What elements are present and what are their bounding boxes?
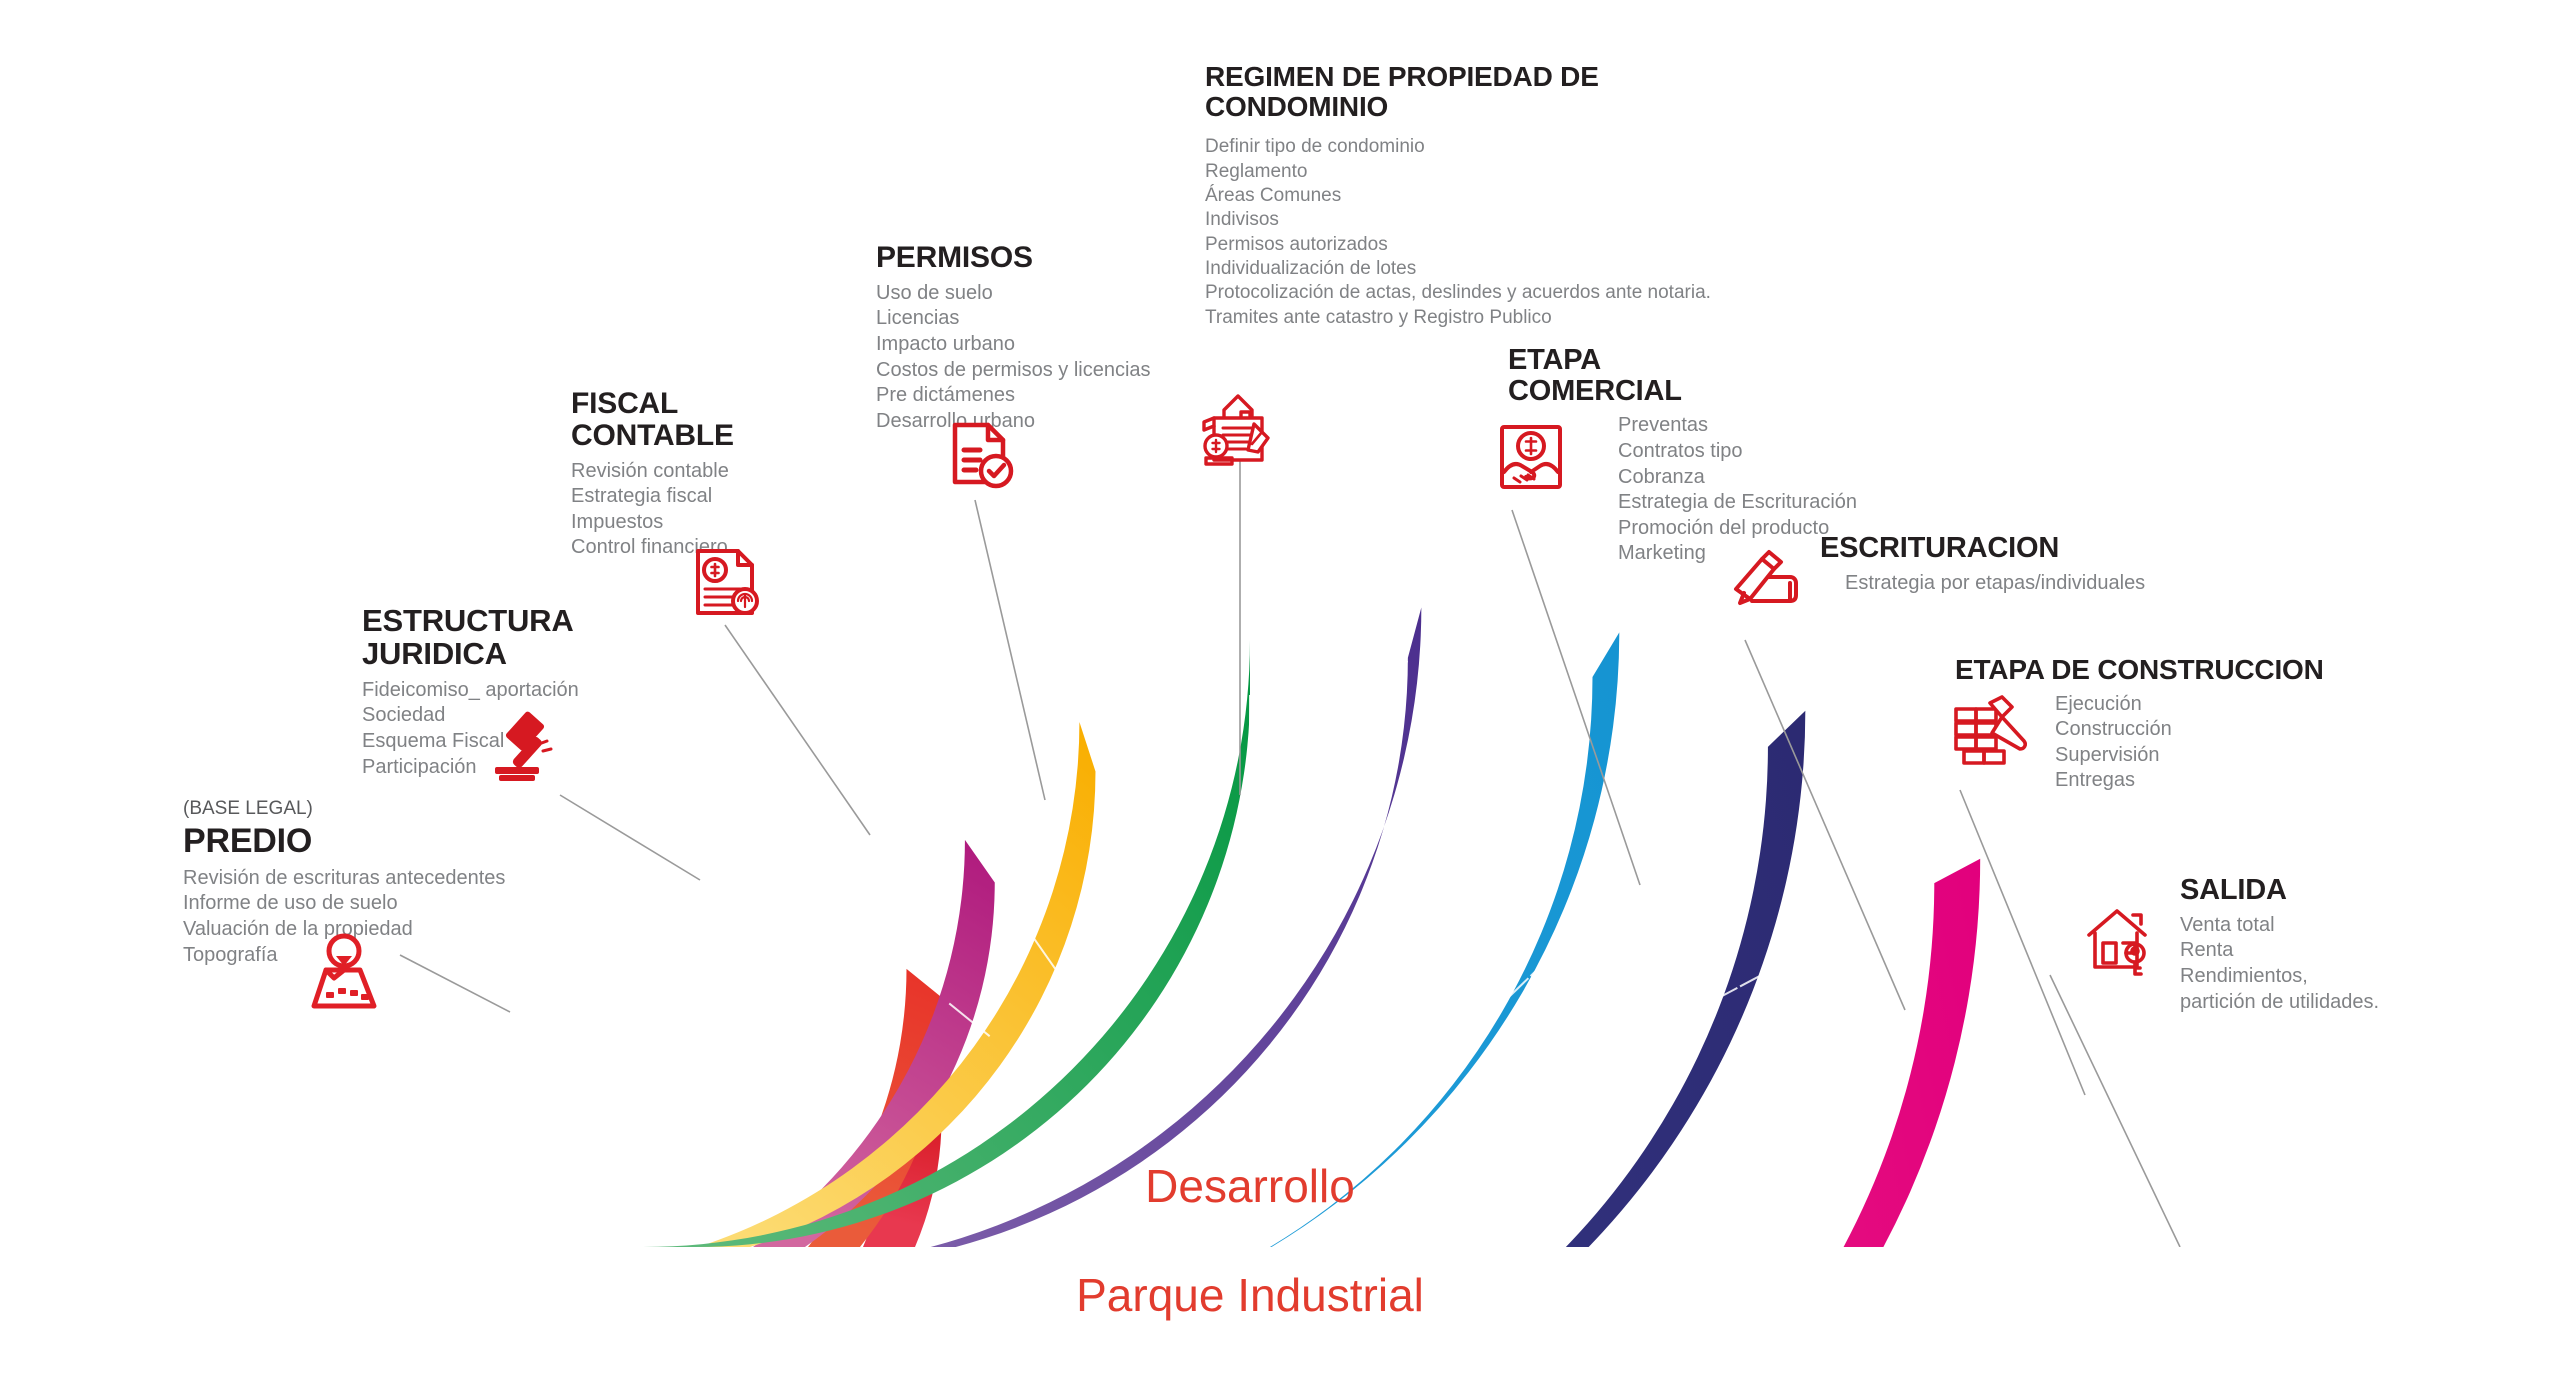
hand-signing-icon xyxy=(1728,545,1806,613)
node-estructura-juridica: ESTRUCTURA JURIDICA Fideicomiso_ aportac… xyxy=(362,603,762,780)
center-title: Desarrollo Parque Industrial xyxy=(800,1105,1700,1376)
node-permisos: PERMISOS Uso de suelo Licencias Impacto … xyxy=(876,242,1276,434)
node-etapa-construccion-items: Ejecución Construcción Supervisión Entre… xyxy=(2055,692,2172,792)
center-title-line-2: Parque Industrial xyxy=(1076,1268,1424,1321)
node-predio-eyebrow: (BASE LEGAL) xyxy=(183,798,313,819)
node-escrituracion-title: ESCRITURACION xyxy=(1820,532,2060,564)
node-fiscal-contable: FISCAL CONTABLE Revisión contable Estrat… xyxy=(571,388,971,561)
connector-fiscal-contable xyxy=(724,624,871,836)
node-escrituracion-items: Estrategia por etapas/individuales xyxy=(1845,571,2146,594)
connector-etapa-construccion xyxy=(1959,789,2086,1096)
node-regimen-propiedad-condominio: REGIMEN DE PROPIEDAD DE CONDOMINIO Defin… xyxy=(1205,62,1765,330)
node-etapa-comercial-title: ETAPA COMERCIAL xyxy=(1508,344,1682,407)
handshake-money-icon xyxy=(1494,420,1568,494)
node-etapa-comercial-items: Preventas Contratos tipo Cobranza Estrat… xyxy=(1618,414,1858,565)
node-etapa-de-construccion: ETAPA DE CONSTRUCCION Ejecución Construc… xyxy=(1955,655,2515,794)
node-permisos-title: PERMISOS xyxy=(876,241,1033,274)
connector-escrituracion xyxy=(1744,639,1906,1011)
node-permisos-items: Uso de suelo Licencias Impacto urbano Co… xyxy=(876,281,1151,432)
node-etapa-comercial: ETAPA COMERCIAL Preventas Contratos tipo… xyxy=(1508,345,1948,567)
node-estructura-juridica-items: Fideicomiso_ aportación Sociedad Esquema… xyxy=(362,678,579,778)
node-salida-items: Venta total Renta Rendimientos, partició… xyxy=(2180,913,2380,1013)
node-fiscal-contable-items: Revisión contable Estrategia fiscal Impu… xyxy=(571,459,729,559)
gavel-icon xyxy=(487,704,565,782)
brick-trowel-icon xyxy=(1950,693,2030,771)
node-regimen-title: REGIMEN DE PROPIEDAD DE CONDOMINIO xyxy=(1205,61,1599,122)
node-predio-title: PREDIO xyxy=(183,821,313,860)
document-check-icon xyxy=(946,418,1018,494)
house-key-icon xyxy=(2083,905,2159,977)
node-predio-items: Revisión de escrituras antecedentes Info… xyxy=(183,866,506,966)
ring-color-1 xyxy=(808,968,947,1247)
node-salida: SALIDA Venta total Renta Rendimientos, p… xyxy=(2180,875,2560,1015)
center-title-line-1: Desarrollo xyxy=(1145,1160,1355,1213)
location-pin-terrain-icon xyxy=(300,930,386,1010)
property-contract-icon xyxy=(1196,388,1280,468)
infographic-canvas: Desarrollo Parque Industrial (BASE LEGAL… xyxy=(183,62,2560,1321)
connector-salida xyxy=(2049,974,2181,1247)
connector-permisos xyxy=(974,499,1046,801)
connector-etapa-comercial xyxy=(1511,509,1641,886)
connector-estructura-juridica xyxy=(559,794,701,881)
node-estructura-juridica-title: ESTRUCTURA JURIDICA xyxy=(362,603,574,671)
financial-document-icon xyxy=(688,543,766,621)
node-predio: (BASE LEGAL) PREDIO Revisión de escritur… xyxy=(183,798,603,968)
connector-predio xyxy=(399,954,511,1013)
node-regimen-items: Definir tipo de condominio Reglamento Ár… xyxy=(1205,136,1711,328)
node-escrituracion: ESCRITURACION Estrategia por etapas/indi… xyxy=(1820,533,2290,596)
node-salida-title: SALIDA xyxy=(2180,874,2287,906)
ring-separators xyxy=(948,660,1933,1091)
node-fiscal-contable-title: FISCAL CONTABLE xyxy=(571,387,734,452)
node-etapa-construccion-title: ETAPA DE CONSTRUCCION xyxy=(1955,654,2324,685)
ring-color-3 xyxy=(698,722,1096,1247)
radial-rings-chart xyxy=(423,607,1981,1247)
connector-lines xyxy=(399,455,2181,1247)
